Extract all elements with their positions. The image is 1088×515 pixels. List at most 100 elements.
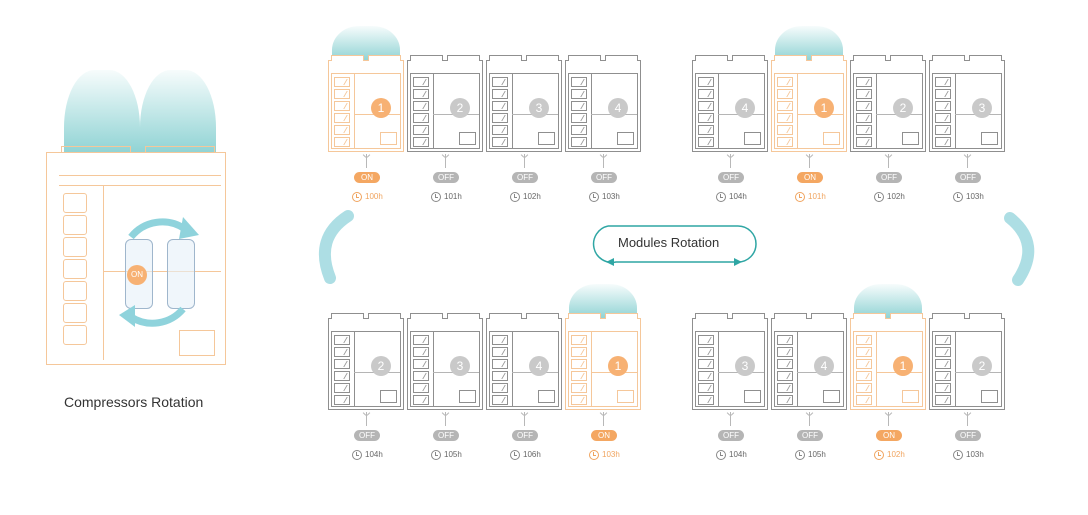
coil	[777, 371, 793, 381]
runtime-timer: 100h	[352, 192, 383, 206]
coil	[856, 101, 872, 111]
status-badge: OFF	[433, 430, 459, 441]
coil	[777, 395, 793, 405]
coil	[856, 383, 872, 393]
arrow-down-icon	[366, 412, 367, 426]
outdoor-module: 4	[692, 55, 768, 152]
coil	[698, 89, 714, 99]
module-number: 1	[814, 98, 834, 118]
status-badge: OFF	[354, 430, 380, 441]
coil	[698, 383, 714, 393]
module-number: 3	[735, 356, 755, 376]
coil	[334, 383, 350, 393]
coil	[492, 335, 508, 345]
runtime-hours: 105h	[444, 450, 462, 460]
status-badge: OFF	[512, 172, 538, 183]
coil	[935, 347, 951, 357]
airflow-left	[64, 70, 140, 152]
coil	[492, 383, 508, 393]
coil	[334, 335, 350, 345]
coil	[413, 395, 429, 405]
coil	[413, 335, 429, 345]
arrow-down-icon	[888, 154, 889, 168]
runtime-hours: 104h	[729, 192, 747, 202]
coil	[413, 77, 429, 87]
module-number: 4	[814, 356, 834, 376]
coil	[856, 89, 872, 99]
coil	[935, 101, 951, 111]
coil	[777, 113, 793, 123]
outdoor-module: 1	[565, 313, 641, 410]
runtime-hours: 104h	[365, 450, 383, 460]
clock-icon	[510, 450, 520, 460]
arrow-down-icon	[967, 154, 968, 168]
coil	[856, 137, 872, 147]
coil	[935, 113, 951, 123]
outdoor-module: 4	[771, 313, 847, 410]
coil	[413, 359, 429, 369]
coil	[698, 113, 714, 123]
coil	[492, 101, 508, 111]
module-number: 1	[608, 356, 628, 376]
clock-icon	[716, 192, 726, 202]
status-badge: ON	[876, 430, 902, 441]
airflow	[569, 284, 637, 318]
coil	[334, 125, 350, 135]
clock-icon	[431, 192, 441, 202]
coil	[492, 113, 508, 123]
arrow-down-icon	[524, 154, 525, 168]
module-number: 3	[972, 98, 992, 118]
coil	[492, 347, 508, 357]
runtime-hours: 103h	[602, 450, 620, 460]
runtime-timer: 102h	[510, 192, 541, 206]
status-badge: OFF	[718, 430, 744, 441]
compressor-rotation-label: Compressors Rotation	[64, 394, 204, 410]
module-number: 2	[972, 356, 992, 376]
coil	[777, 89, 793, 99]
modules-rotation-label: Modules Rotation	[618, 235, 720, 250]
outdoor-module: 2	[850, 55, 926, 152]
outdoor-module: 2	[407, 55, 483, 152]
outdoor-module: 3	[929, 55, 1005, 152]
coil	[334, 371, 350, 381]
on-badge: ON	[127, 265, 147, 285]
module-number: 4	[735, 98, 755, 118]
coil	[935, 371, 951, 381]
coil	[571, 347, 587, 357]
coil	[492, 89, 508, 99]
outdoor-module: 1	[850, 313, 926, 410]
coil	[777, 383, 793, 393]
coil	[698, 77, 714, 87]
arrow-down-icon	[809, 412, 810, 426]
coil	[856, 125, 872, 135]
status-badge: ON	[591, 430, 617, 441]
runtime-hours: 101h	[808, 192, 826, 202]
runtime-hours: 100h	[365, 192, 383, 202]
coil	[571, 137, 587, 147]
arrow-down-icon	[809, 154, 810, 168]
status-badge: OFF	[512, 430, 538, 441]
outdoor-module: 1	[771, 55, 847, 152]
arrow-down-icon	[445, 154, 446, 168]
coil	[413, 371, 429, 381]
status-badge: ON	[797, 172, 823, 183]
rotation-arrow-left	[318, 210, 354, 284]
outdoor-module: 3	[486, 55, 562, 152]
runtime-hours: 103h	[966, 192, 984, 202]
runtime-timer: 103h	[953, 450, 984, 464]
coil	[935, 137, 951, 147]
coil	[334, 137, 350, 147]
status-badge: OFF	[955, 430, 981, 441]
rotation-arrow-right	[1004, 212, 1035, 286]
coil	[571, 113, 587, 123]
coil	[856, 371, 872, 381]
outdoor-module: 2	[929, 313, 1005, 410]
coil	[698, 359, 714, 369]
coil	[571, 89, 587, 99]
clock-icon	[352, 450, 362, 460]
clock-icon	[716, 450, 726, 460]
compressor-right	[167, 239, 195, 309]
clock-icon	[795, 450, 805, 460]
coil	[856, 113, 872, 123]
coil	[698, 395, 714, 405]
